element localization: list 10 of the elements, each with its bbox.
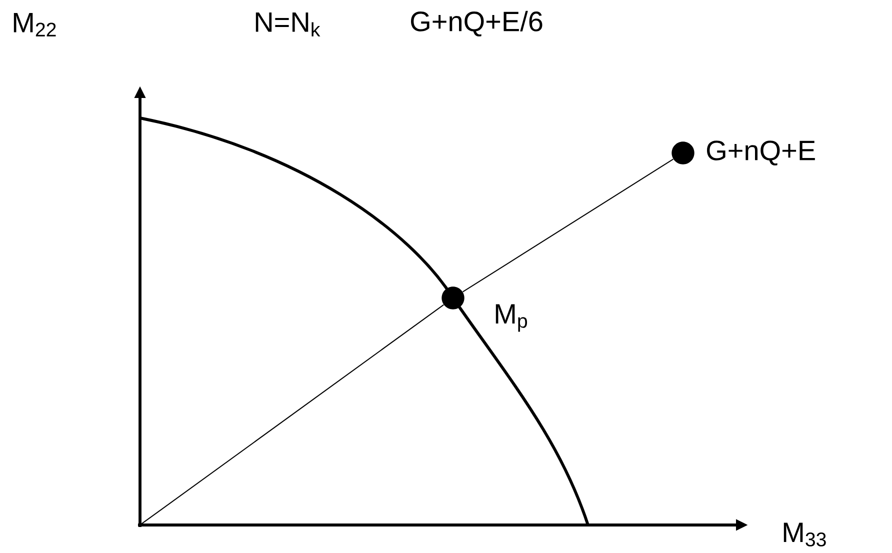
axis-label: M$_{22}$ (14, 12, 56, 36)
load-combination-label: G+nQ+E/6 (411, 10, 542, 36)
point-label: M$_{p}$ (496, 304, 527, 332)
line (462, 158, 674, 292)
point-label: G+nQ+E (707, 140, 815, 166)
dot (672, 142, 694, 164)
dot (442, 286, 464, 310)
line (140, 304, 444, 526)
axis-label: M$_{33}$ (784, 522, 826, 546)
condition-label: N=N$_{k}$ (256, 12, 320, 36)
